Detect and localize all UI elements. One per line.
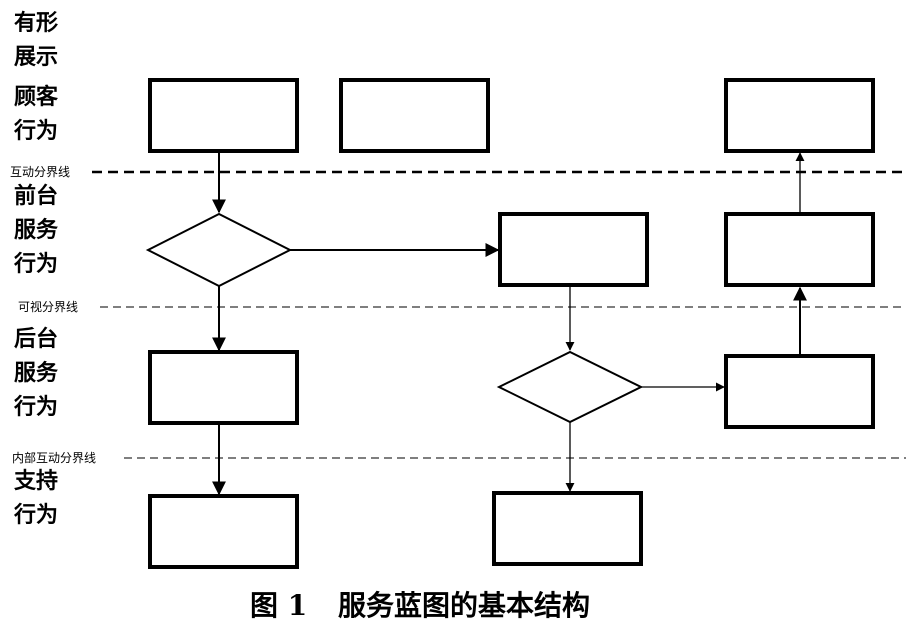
row-label-support-1: 支持 <box>14 469 58 494</box>
row-label-backstage-3: 行为 <box>13 394 58 420</box>
figure-caption-title: 服务蓝图的基本结构 <box>338 589 590 622</box>
row-label-support-2: 行为 <box>13 502 58 528</box>
support-process-box-2 <box>492 491 643 566</box>
line-of-internal-interaction-label: 内部互动分界线 <box>12 450 96 465</box>
onstage-action-box-2 <box>724 212 875 287</box>
onstage-decision-diamond <box>145 212 293 288</box>
row-label-backstage-2: 服务 <box>14 361 59 386</box>
support-process-box-1 <box>148 494 299 569</box>
row-label-onstage-2: 服务 <box>14 218 59 243</box>
row-label-customer-actions-2: 行为 <box>13 118 58 144</box>
row-label-physical-evidence-2: 展示 <box>14 45 58 70</box>
row-label-customer-actions-1: 顾客 <box>14 84 59 110</box>
row-label-onstage-1: 前台 <box>14 183 58 209</box>
customer-action-box-3 <box>724 78 875 153</box>
line-of-interaction-label: 互动分界线 <box>10 165 70 179</box>
backstage-action-box-1 <box>148 350 299 425</box>
customer-action-box-1 <box>148 78 299 153</box>
line-of-visibility-label: 可视分界线 <box>18 299 78 314</box>
backstage-action-box-2 <box>724 354 875 429</box>
backstage-decision-diamond <box>496 350 644 424</box>
row-label-backstage-1: 后台 <box>14 326 58 352</box>
figure-caption-number: 图 1 <box>250 589 307 622</box>
onstage-action-box-1 <box>498 212 649 287</box>
row-label-physical-evidence-1: 有形 <box>14 10 58 36</box>
row-label-onstage-3: 行为 <box>13 251 58 277</box>
customer-action-box-2 <box>339 78 490 153</box>
